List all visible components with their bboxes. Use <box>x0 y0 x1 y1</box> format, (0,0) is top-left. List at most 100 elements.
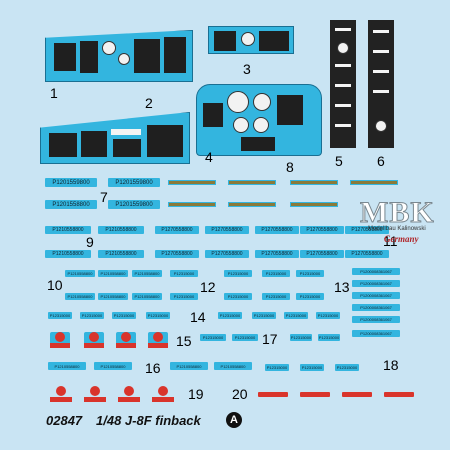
decal-badge-15 <box>148 332 168 348</box>
console-5-label <box>335 84 351 87</box>
panel-1-block <box>54 43 76 71</box>
panel-2-label <box>111 129 141 135</box>
decal-serial-14: P12315000 <box>80 312 104 319</box>
kit-code: 02847 <box>46 413 83 428</box>
decal-stripe-20 <box>300 392 330 397</box>
decal-serial-10: P1210558800 <box>98 293 128 300</box>
decal-stripe-8 <box>350 180 398 185</box>
part-number-16: 16 <box>145 360 161 376</box>
decal-panel-1 <box>45 30 193 82</box>
console-6-dial <box>375 120 387 132</box>
decal-serial-10: P1210558800 <box>98 270 128 277</box>
decal-serial-grid: P1270558800 <box>255 226 299 234</box>
panel-2-block <box>49 133 77 157</box>
decal-serial-grid: P1270558800 <box>345 226 389 234</box>
badge-strip <box>148 343 168 348</box>
decal-serial-14: P12315000 <box>112 312 136 319</box>
decal-serial-9: P1210558800 <box>98 226 144 234</box>
panel-3-dial <box>241 32 255 46</box>
console-6-label <box>373 70 389 73</box>
decal-crest-19 <box>84 386 106 402</box>
part-number-5: 5 <box>335 153 343 169</box>
part-number-13: 13 <box>334 279 350 295</box>
logo-country: Germany <box>384 234 419 244</box>
console-6-label <box>373 90 389 93</box>
decal-stripe-8 <box>228 180 276 185</box>
decal-serial-grid: P1270558800 <box>155 250 199 258</box>
decal-console-6 <box>368 20 394 148</box>
decal-stripe-8 <box>168 180 216 185</box>
panel-4-dial <box>253 93 271 111</box>
decal-serial-7: P1201558800 <box>45 200 97 209</box>
panel-1-block <box>134 39 160 73</box>
console-5-label <box>335 124 351 127</box>
decal-serial-9: P1210558800 <box>45 250 91 258</box>
decal-stripe-8 <box>290 202 338 207</box>
decal-serial-12: P12315000 <box>262 270 290 277</box>
panel-2-block <box>113 139 141 157</box>
decal-badge-15 <box>84 332 104 348</box>
decal-serial-7: P1201559800 <box>108 178 160 187</box>
console-5-dial <box>337 42 349 54</box>
part-number-17: 17 <box>262 331 278 347</box>
decal-stripe-8 <box>228 202 276 207</box>
badge-disc <box>89 332 99 342</box>
console-5-label <box>335 104 351 107</box>
part-number-19: 19 <box>188 386 204 402</box>
decal-serial-grid: P1270558800 <box>155 226 199 234</box>
decal-stripe-20 <box>384 392 414 397</box>
part-number-14: 14 <box>190 309 206 325</box>
decal-stripe-20 <box>258 392 288 397</box>
decal-serial-14: P12315000 <box>252 312 276 319</box>
part-number-15: 15 <box>176 333 192 349</box>
decal-serial-grid: P1270558800 <box>205 250 249 258</box>
panel-4-block <box>203 103 223 127</box>
decal-stripe-8 <box>168 202 216 207</box>
decal-badge-15 <box>50 332 70 348</box>
decal-serial-13: P1200008361067 <box>352 292 400 299</box>
part-number-11: 11 <box>383 233 398 249</box>
crest-strip <box>152 397 174 402</box>
decal-serial-17: P12315000 <box>232 334 258 341</box>
decal-serial-12: P12315000 <box>170 270 198 277</box>
decal-serial-grid: P1270558800 <box>345 250 389 258</box>
decal-serial-10: P1210558800 <box>132 270 162 277</box>
crest-strip <box>118 397 140 402</box>
badge-disc <box>121 332 131 342</box>
decal-serial-14: P12315000 <box>284 312 308 319</box>
decal-serial-18: P12315000 <box>300 364 324 371</box>
decal-serial-14: P12315000 <box>218 312 242 319</box>
decal-stripe-8 <box>290 180 338 185</box>
crest-disc <box>90 386 100 396</box>
decal-serial-grid: P1270558800 <box>300 250 344 258</box>
decal-serial-18: P12315000 <box>335 364 359 371</box>
part-number-18: 18 <box>383 357 399 373</box>
decal-serial-16: P1210558800 <box>214 362 252 370</box>
decal-crest-19 <box>152 386 174 402</box>
badge-strip <box>50 343 70 348</box>
decal-serial-16: P1210558800 <box>48 362 86 370</box>
part-number-8: 8 <box>286 159 294 175</box>
decal-serial-12: P12315000 <box>296 293 324 300</box>
decal-serial-7: P1201559800 <box>108 200 160 209</box>
decal-serial-17: P12315000 <box>290 334 312 341</box>
part-number-20: 20 <box>232 386 248 402</box>
crest-strip <box>50 397 72 402</box>
badge-disc <box>153 332 163 342</box>
panel-4-dial <box>227 91 249 113</box>
decal-console-5 <box>330 20 356 148</box>
decal-serial-10: P1210558800 <box>65 270 95 277</box>
console-5-label <box>335 28 351 31</box>
panel-4-dial <box>233 117 249 133</box>
decal-serial-grid: P1270558800 <box>255 250 299 258</box>
console-6-label <box>373 30 389 33</box>
panel-1-dial <box>102 41 116 55</box>
decal-serial-16: P1210558800 <box>94 362 132 370</box>
badge-strip <box>116 343 136 348</box>
panel-1-dial <box>118 53 130 65</box>
decal-serial-13: P1200008361067 <box>352 330 400 337</box>
badge-strip <box>84 343 104 348</box>
decal-panel-4 <box>196 84 322 156</box>
decal-stripe-20 <box>342 392 372 397</box>
